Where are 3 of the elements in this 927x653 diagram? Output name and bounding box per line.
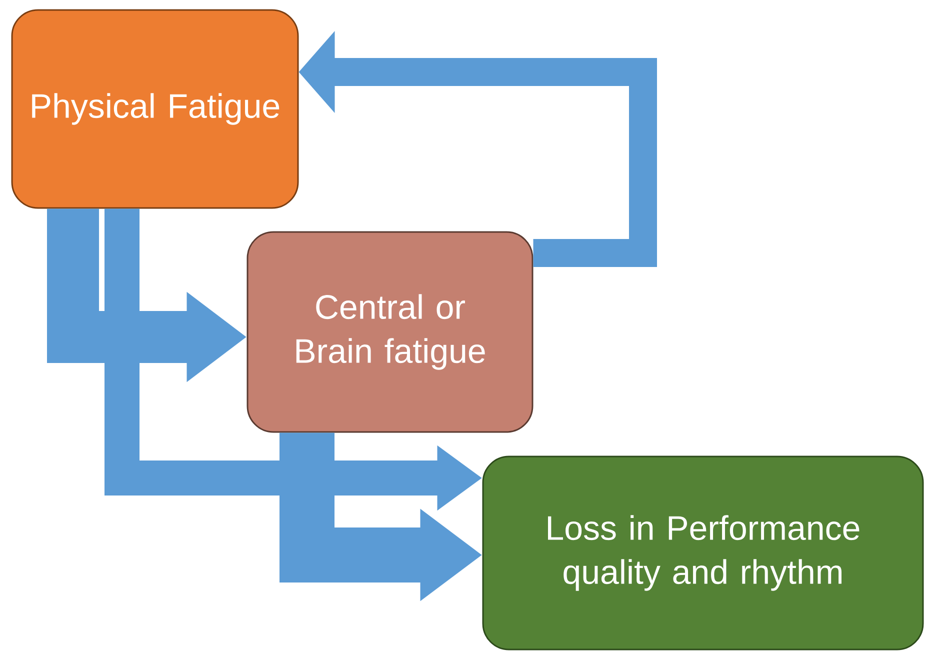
- process-box: Central or Brain fatigue: [246, 231, 534, 433]
- process-box: Loss in Performance quality and rhythm: [482, 456, 924, 650]
- process-box: Physical Fatigue: [11, 9, 299, 209]
